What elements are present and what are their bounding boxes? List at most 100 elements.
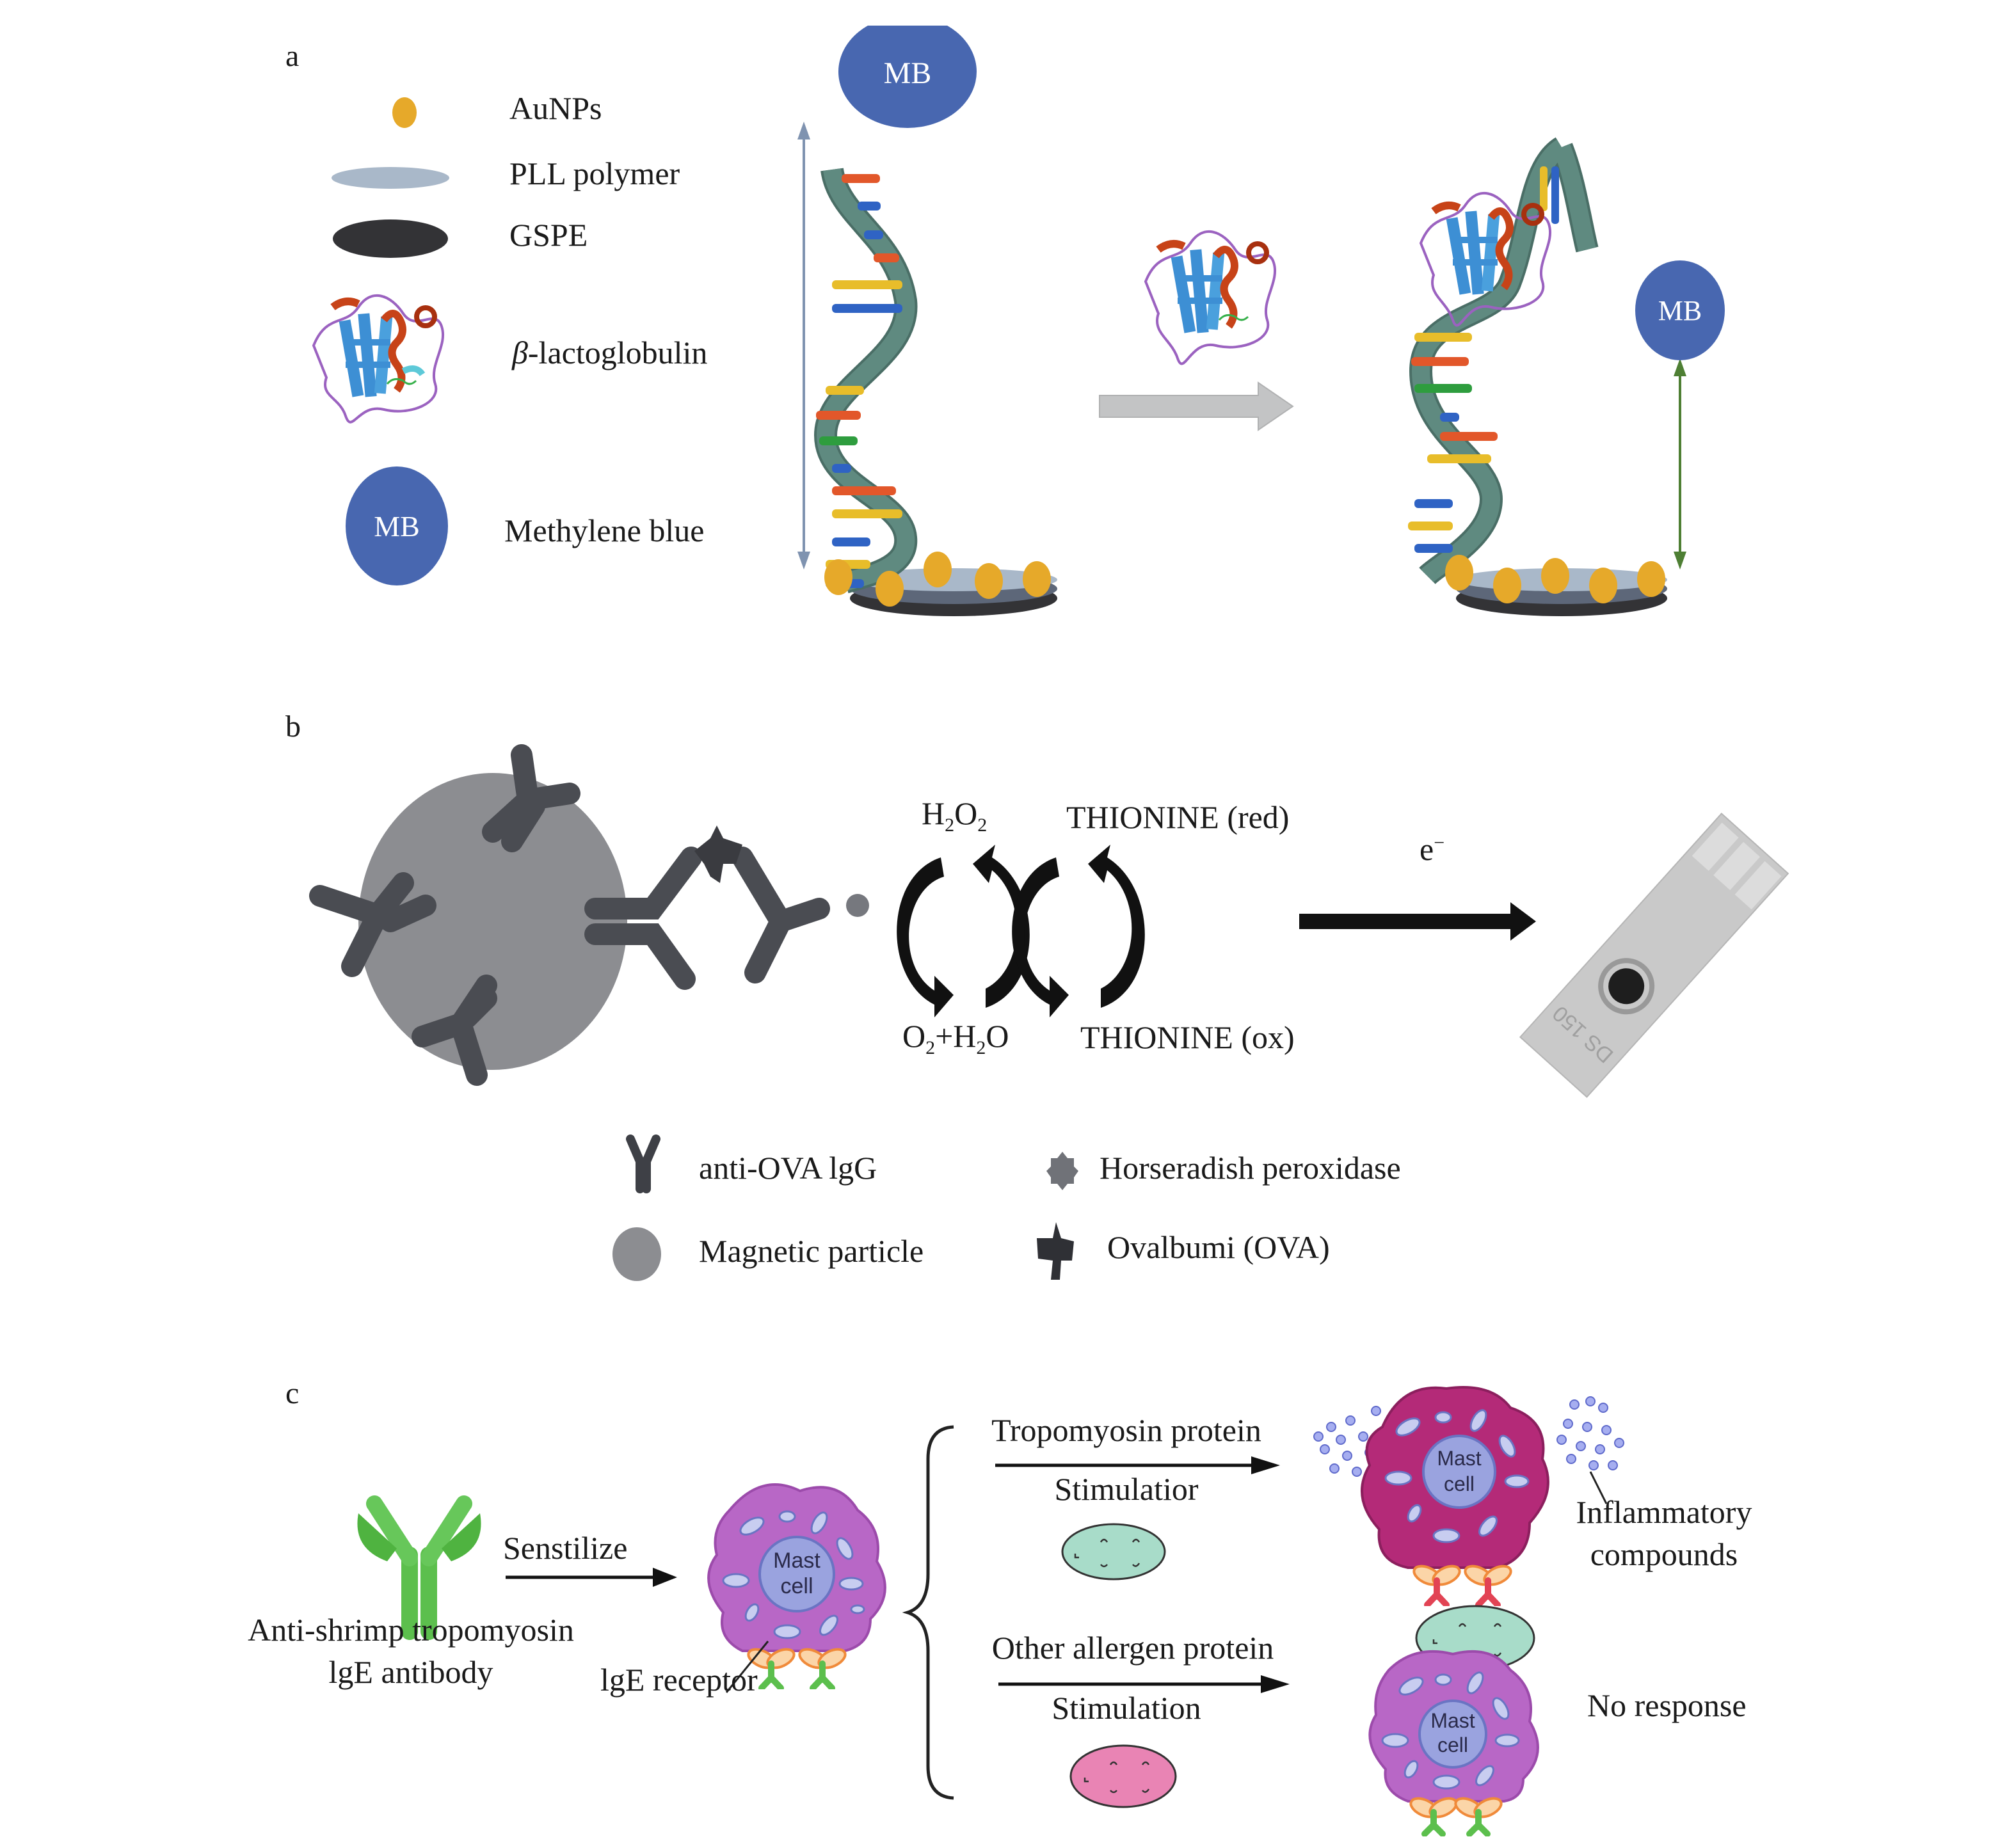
mast-cell-label-1: Mast [1437, 1447, 1481, 1470]
aunp [1023, 561, 1051, 597]
base-pair [832, 464, 851, 473]
legend-methylene-blue-label: Methylene blue [504, 513, 705, 548]
nucleus [1422, 1435, 1496, 1509]
legend-ovalbumin-label: Ovalbumi (OVA) [1107, 1229, 1330, 1265]
inflammatory-label-line2: compounds [1590, 1536, 1738, 1572]
aunp [1445, 555, 1473, 591]
sensitize-label: Senstilize [503, 1530, 628, 1566]
hrp-label [846, 894, 869, 917]
legend-beta-lactoglobulin-label: β-lactoglobulin [512, 334, 707, 371]
curved-arrow-up-1 [973, 845, 1030, 1008]
h2o2-sub1: 2 [945, 815, 955, 836]
dna-aptamer-helix [813, 167, 918, 594]
base-pair [832, 537, 870, 546]
other-allergen-protein-label: Other allergen protein [991, 1630, 1274, 1666]
legend-aunps-label: AuNPs [509, 90, 602, 126]
ige-receptor-label: lgE receptor [600, 1662, 758, 1698]
o2-h2o-label: O2+H2O [902, 1017, 1009, 1059]
legend-hrp-label: Horseradish peroxidase [1100, 1150, 1401, 1186]
redox-cycle-arrows [897, 845, 1145, 1017]
panel-b-label: b [285, 710, 301, 744]
base-pair [819, 436, 858, 445]
mb-label-right: MB [1658, 295, 1702, 326]
legend-pll-label: PLL polymer [509, 155, 680, 191]
h2o2-sub2: 2 [977, 815, 988, 836]
stimulation-label-top: Stimulatior [1054, 1471, 1199, 1507]
electron-e: e [1420, 831, 1434, 867]
panel-a-label: a [285, 39, 300, 73]
aunp [924, 552, 952, 587]
aunp [1493, 568, 1521, 603]
base-pair [816, 411, 861, 420]
process-arrow [1099, 381, 1294, 431]
tropomyosin-allergen [1061, 1523, 1166, 1580]
nucleus [758, 1536, 835, 1612]
electron-charge: − [1434, 832, 1445, 854]
inflammatory-label-line1: Inflammatory [1576, 1494, 1752, 1530]
legend-magnetic-particle-label: Magnetic particle [699, 1233, 924, 1269]
mast-cell-label-1: Mast [1430, 1709, 1475, 1732]
sensitize-arrow [506, 1568, 677, 1587]
base-pair [1551, 166, 1559, 224]
inflammatory-granules-right [1556, 1396, 1624, 1470]
magnetic-particle [358, 773, 627, 1070]
base-pair [874, 253, 899, 262]
mast-cell-activated: Mast cell [1313, 1386, 1624, 1606]
thionine-ox-label: THIONINE (ox) [1080, 1019, 1295, 1055]
antibody-label-line1: Anti-shrimp tropomyosin [248, 1612, 574, 1648]
base-pair [1414, 499, 1453, 508]
base-pair [1414, 333, 1472, 342]
aunp [1637, 561, 1665, 597]
o2-o: O [902, 1018, 926, 1054]
receptor-pointer-line [725, 1641, 769, 1693]
mast-cell-label-2: cell [1437, 1733, 1468, 1756]
aunp-row [1445, 555, 1665, 603]
legend-gspe-label: GSPE [509, 217, 588, 253]
branch-brace [902, 1425, 954, 1800]
gspe-electrode-icon [333, 219, 448, 258]
o2-sub: 2 [925, 1037, 936, 1058]
h2o2-o: O [954, 795, 978, 831]
immunosensor-assembly [309, 744, 869, 1086]
nucleus [1418, 1700, 1487, 1769]
antibody-igg-icon [626, 1134, 660, 1193]
aunp-row [824, 552, 1051, 607]
crosslinked-receptors [1412, 1564, 1512, 1606]
mb-label-left: MB [884, 56, 932, 90]
base-pair [864, 230, 883, 239]
aunp [824, 559, 852, 595]
methylene-blue-icon [346, 466, 448, 585]
base-pair [1427, 454, 1491, 463]
ige-receptors [1409, 1797, 1503, 1836]
h2o-o: O [986, 1018, 1009, 1054]
distance-arrow-long [797, 122, 810, 569]
mast-cell-sensitized: Mast cell [707, 1483, 886, 1689]
ige-receptors [747, 1648, 847, 1689]
antibody-on-particle [309, 744, 580, 1086]
base-pair [826, 386, 864, 395]
pll-polymer-layer-icon [332, 167, 449, 189]
beta-lactoglobulin-protein-icon [312, 294, 444, 424]
tropomyosin-protein-label: Tropomyosin protein [991, 1412, 1261, 1448]
curved-arrow-down-2 [1012, 857, 1069, 1017]
mast-cell-no-response: Mast cell [1368, 1650, 1539, 1836]
base-pair [1408, 521, 1453, 530]
h2o2-h: H [922, 795, 945, 831]
base-pair [832, 509, 902, 518]
base-pair [858, 202, 881, 211]
no-response-label: No response [1587, 1687, 1747, 1723]
h2o2-label: H2O2 [922, 795, 987, 836]
methylene-blue-tag [838, 26, 977, 128]
aptamer-bound-state: MB [1408, 137, 1725, 616]
ovalbumin-icon [1037, 1222, 1074, 1280]
gold-nanoparticle-icon [392, 97, 417, 128]
legend-mb-badge: MB [374, 510, 420, 543]
dna-aptamer-folded [1408, 137, 1599, 585]
base-pair [832, 486, 896, 495]
inflammatory-granules-left [1313, 1406, 1381, 1477]
h2o-sub: 2 [976, 1037, 986, 1058]
granules [722, 1510, 865, 1639]
aunp [975, 563, 1003, 599]
inflammatory-pointer-line [1589, 1471, 1608, 1504]
aunp [876, 571, 904, 607]
